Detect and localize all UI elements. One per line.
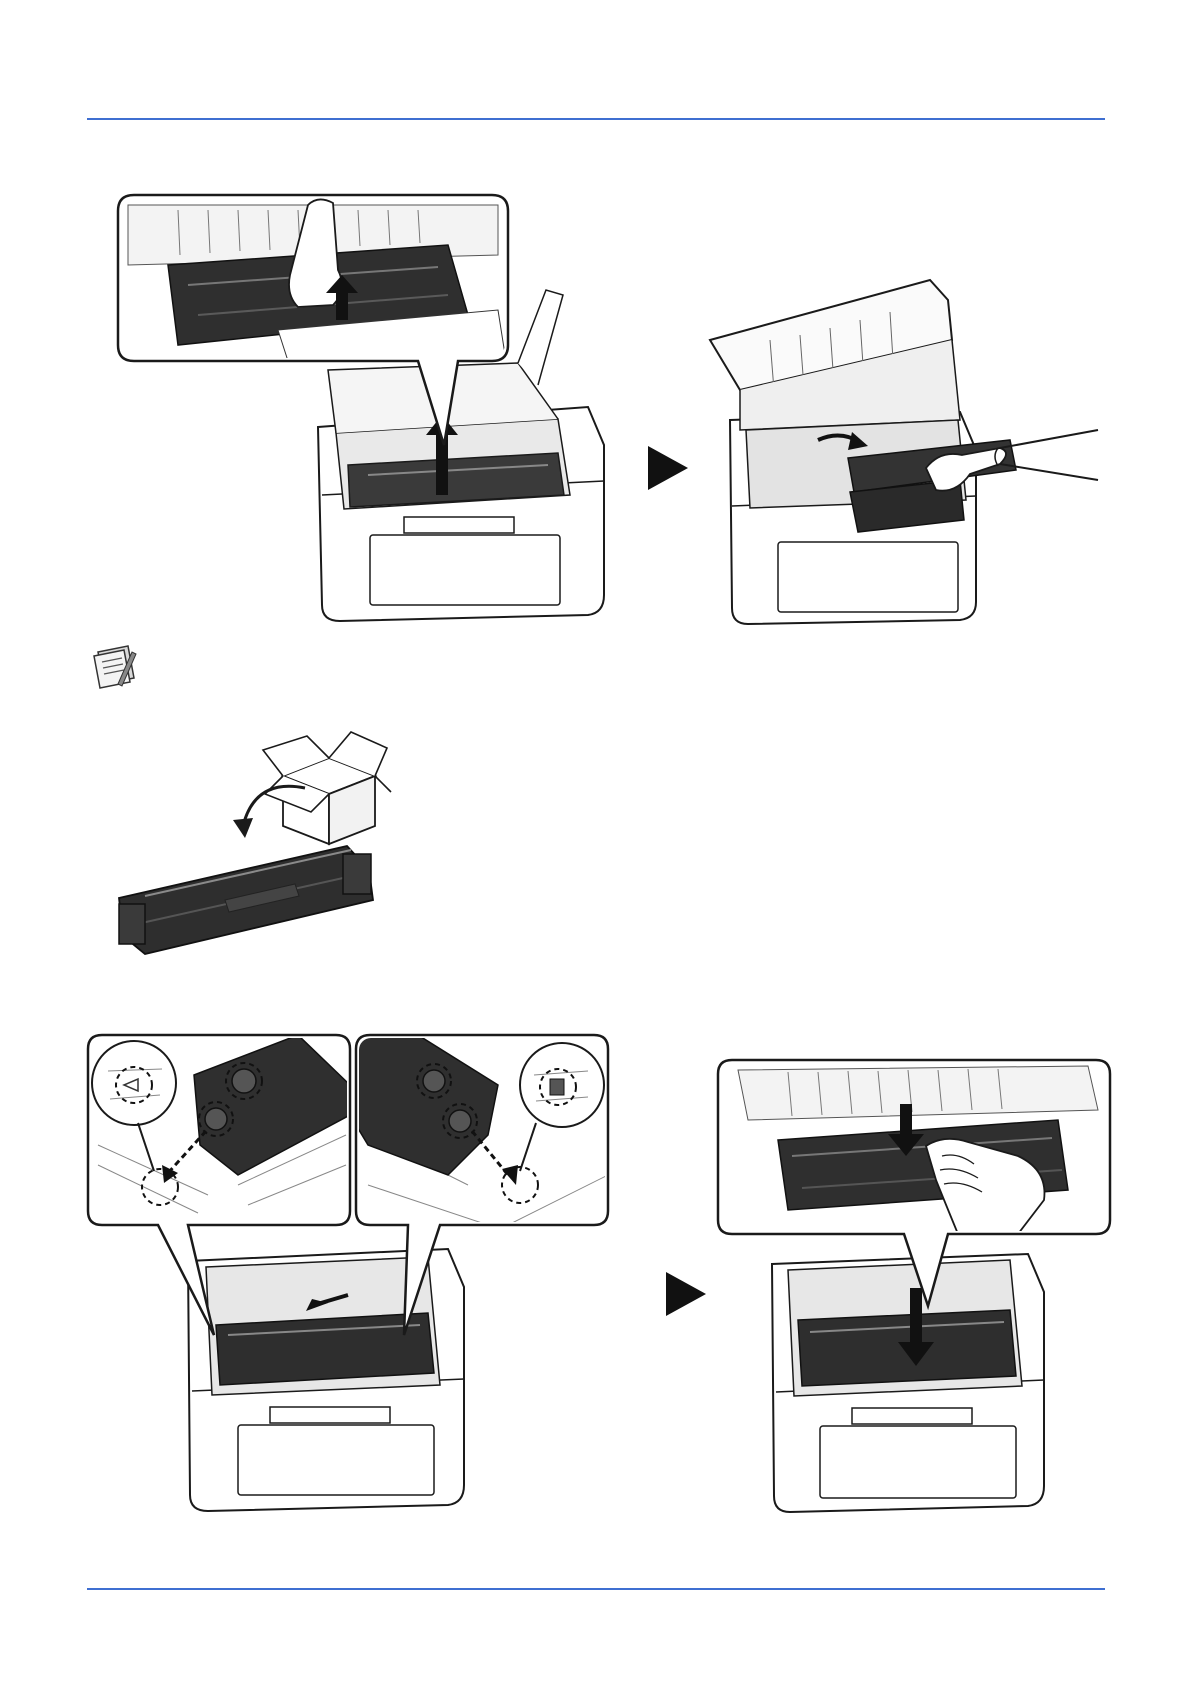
step-arrow-1 [648,446,688,490]
illustration-insert-drum-align [88,1035,666,1515]
illustration-remove-drum-hand [700,280,1100,625]
illustration-press-drum-down [718,1060,1110,1516]
note-pad-icon [88,644,140,690]
footer-rule [87,1588,1105,1590]
illustration-remove-drum-lift [118,195,608,625]
step-arrow-2 [666,1272,706,1316]
illustration-new-drum-unpack [115,728,390,960]
header-rule [87,118,1105,120]
